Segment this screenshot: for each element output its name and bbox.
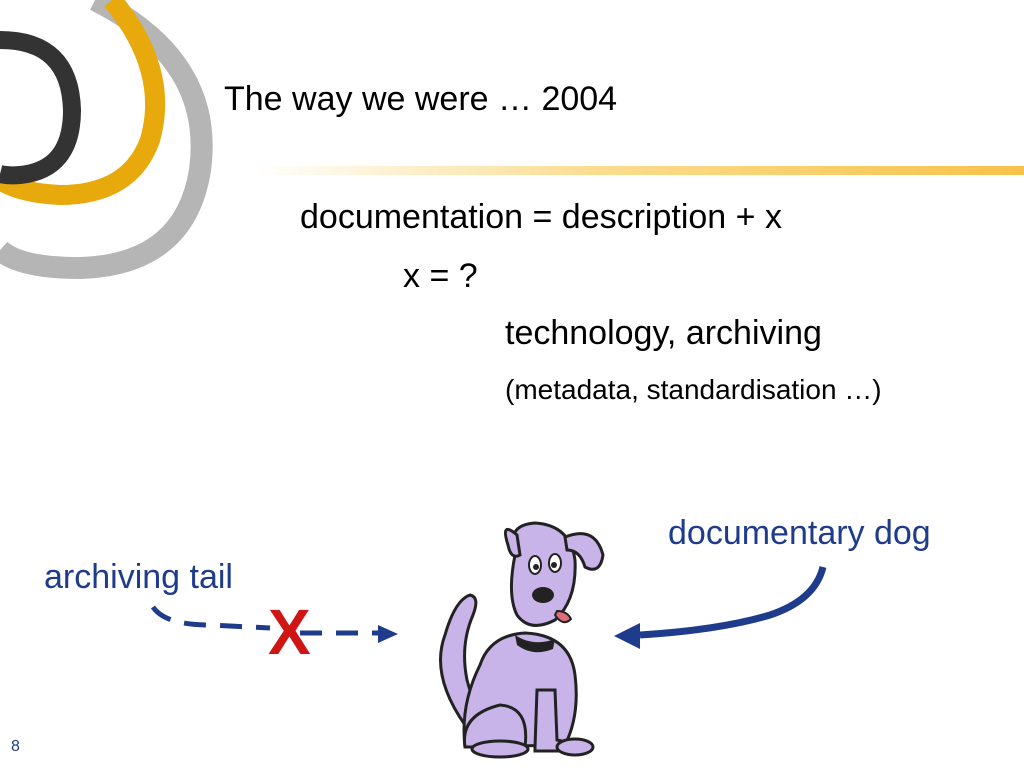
- title-divider: [255, 166, 1024, 175]
- dashed-arrow-icon: [150, 605, 398, 643]
- dog-label: documentary dog: [668, 514, 931, 552]
- dog-illustration: [439, 521, 605, 759]
- answer-line: technology, archiving: [505, 314, 822, 352]
- swirl-logo-icon: [0, 0, 213, 280]
- answer-detail-line: (metadata, standardisation …): [505, 374, 882, 405]
- question-line: x = ?: [403, 257, 478, 295]
- tail-label: archiving tail: [44, 558, 233, 596]
- slide-title: The way we were … 2004: [224, 80, 618, 118]
- curved-arrow-icon: [614, 566, 827, 649]
- equation-line: documentation = description + x: [300, 198, 782, 236]
- page-number: 8: [11, 738, 20, 755]
- cross-mark: X: [268, 596, 311, 668]
